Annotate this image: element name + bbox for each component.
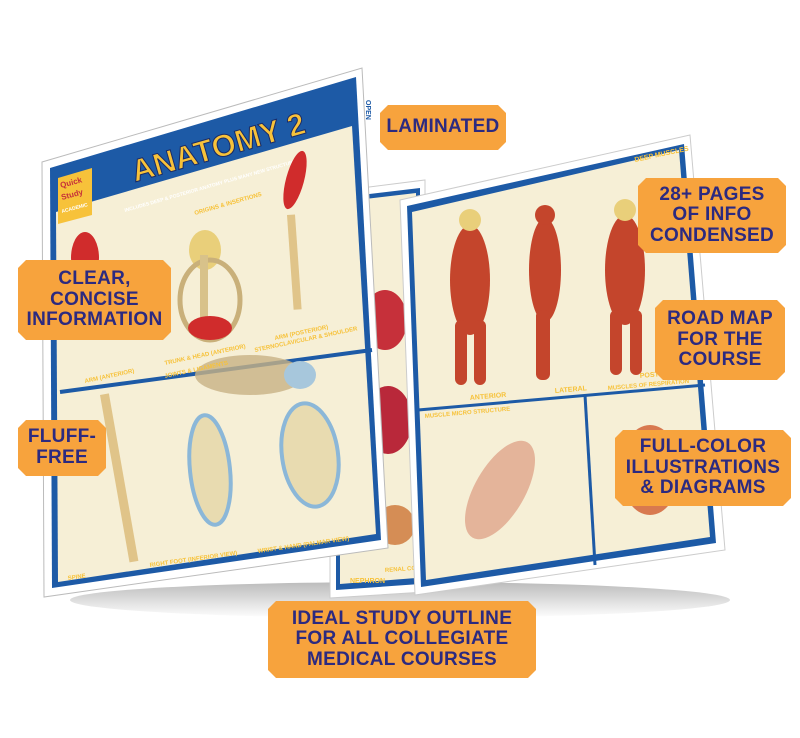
callout-text: COURSE bbox=[678, 349, 762, 371]
callout-text: CONDENSED bbox=[649, 224, 775, 246]
section-lateral: LATERAL bbox=[555, 385, 588, 395]
callout-text: FREE bbox=[36, 447, 88, 468]
floor-shadow bbox=[70, 582, 730, 618]
callout-text: 28+ PAGES bbox=[659, 183, 765, 205]
callout-text: ILLUSTRATIONS bbox=[625, 456, 781, 478]
callout-text: INFORMATION bbox=[26, 309, 163, 331]
callout-text: & DIAGRAMS bbox=[640, 477, 766, 499]
callout-road-map: ROAD MAP FOR THE COURSE bbox=[655, 300, 785, 380]
callout-fluff-free: FLUFF- FREE bbox=[18, 420, 106, 476]
quick-study-logo bbox=[58, 168, 92, 224]
callout-text: OF INFO bbox=[672, 204, 752, 226]
callout-full-color: FULL-COLOR ILLUSTRATIONS & DIAGRAMS bbox=[615, 430, 791, 506]
side-tab-open: OPEN bbox=[364, 100, 371, 120]
callout-text: FULL-COLOR bbox=[639, 436, 767, 458]
callout-text: LAMINATED bbox=[386, 116, 500, 138]
callout-text: ROAD MAP bbox=[667, 308, 773, 330]
callout-text: CONCISE bbox=[50, 288, 139, 310]
callout-clear-concise: CLEAR, CONCISE INFORMATION bbox=[18, 260, 171, 340]
callout-text: FOR THE bbox=[677, 328, 763, 350]
callout-text: MEDICAL COURSES bbox=[307, 648, 497, 670]
left-page: Quick Study ACADEMIC ANATOMY 2 INCLUDES … bbox=[41, 67, 389, 598]
section-spine: SPINE bbox=[67, 574, 86, 582]
callout-ideal-study-outline: IDEAL STUDY OUTLINE FOR ALL COLLEGIATE M… bbox=[268, 601, 536, 678]
callout-28-pages: 28+ PAGES OF INFO CONDENSED bbox=[638, 178, 786, 253]
callout-text: IDEAL STUDY OUTLINE bbox=[291, 607, 513, 629]
middle-section-nephron: NEPHRON bbox=[350, 578, 385, 585]
callout-text: CLEAR, bbox=[58, 268, 131, 290]
section-anterior: ANTERIOR bbox=[470, 392, 507, 402]
callout-text: FLUFF- bbox=[27, 426, 97, 448]
callout-text: FOR ALL COLLEGIATE bbox=[295, 628, 509, 650]
callout-laminated: LAMINATED bbox=[380, 105, 506, 150]
